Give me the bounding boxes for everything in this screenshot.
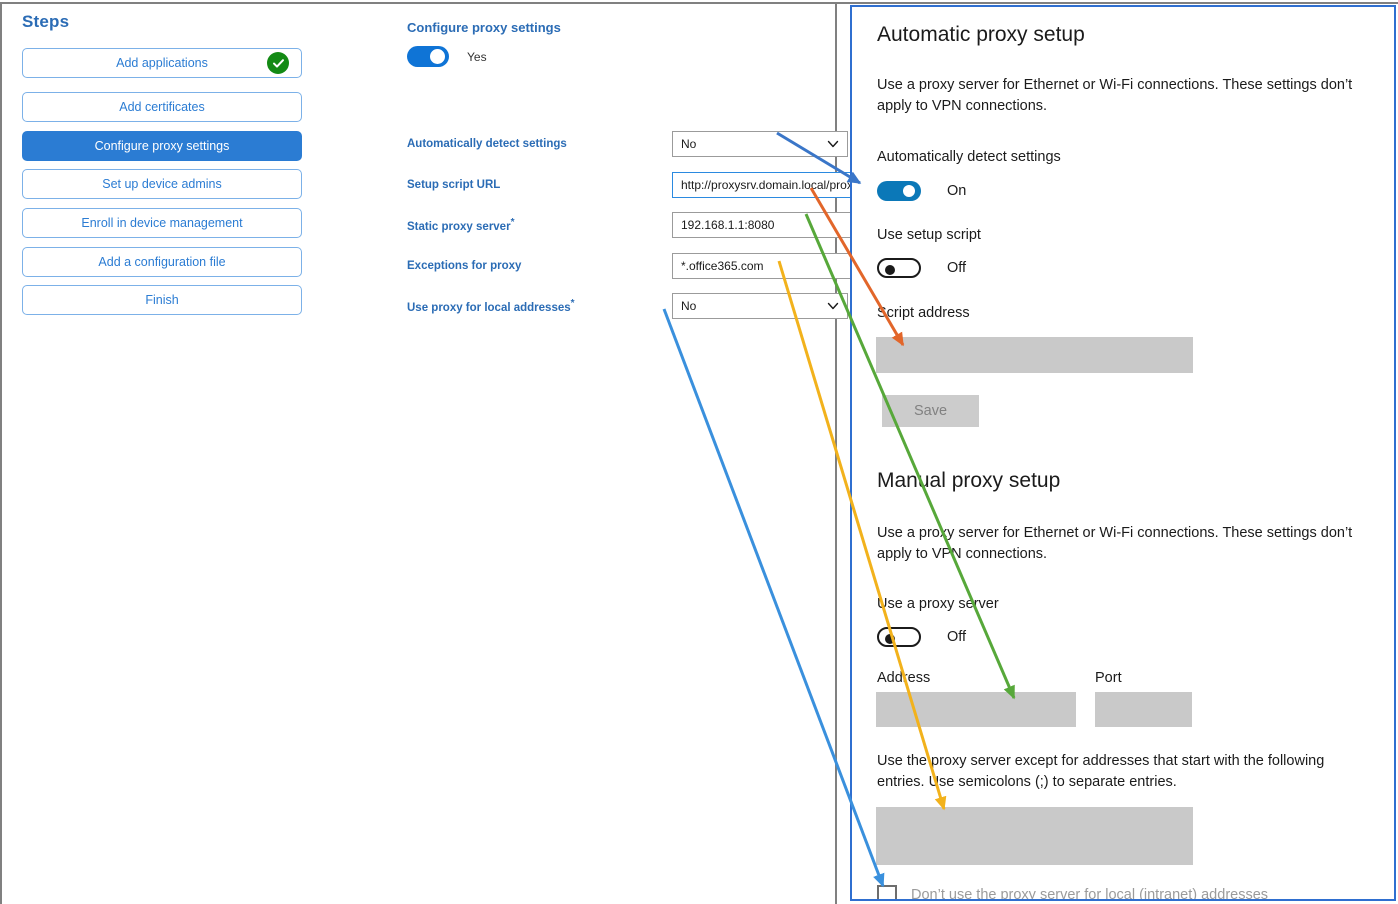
step-item-configure-proxy-settings[interactable]: Configure proxy settings [22,131,302,161]
field-label: Use proxy for local addresses* [407,298,575,314]
automatically-detect-settings-state: On [947,183,967,199]
bypass-local-addresses-label: Don’t use the proxy server for local (in… [911,887,1269,901]
step-label: Finish [145,293,179,307]
field-row-use-proxy-for-local-addresses: Use proxy for local addresses* No [407,293,848,319]
field-label: Automatically detect settings [407,138,567,150]
address-label: Address [877,670,931,686]
automatic-proxy-setup-description: Use a proxy server for Ethernet or Wi-Fi… [877,77,1353,114]
configure-proxy-toggle-label: Yes [467,49,487,64]
address-input[interactable] [876,692,1076,727]
configure-proxy-toggle[interactable] [407,46,449,67]
steps-panel: Steps Add applications Add certificates … [2,4,322,904]
select-value: No [681,299,697,313]
port-label: Port [1095,670,1122,686]
save-button[interactable]: Save [882,395,979,427]
required-marker: * [510,217,515,229]
toggle-knob [885,634,895,644]
automatically-detect-settings-label: Automatically detect settings [877,149,1061,165]
required-marker: * [570,298,575,310]
use-setup-script-toggle[interactable] [877,258,921,278]
toggle-knob [430,49,445,64]
field-label: Static proxy server* [407,217,515,233]
manual-proxy-setup-heading: Manual proxy setup [877,469,1061,492]
chevron-down-icon [827,302,839,310]
step-label: Add applications [116,56,208,70]
field-row-setup-script-url: Setup script URL http://proxysrv.domain.… [407,172,890,198]
toggle-knob [903,185,915,197]
toggle-knob [885,265,895,275]
step-item-set-up-device-admins[interactable]: Set up device admins [22,169,302,199]
use-setup-script-state: Off [947,260,967,276]
steps-title: Steps [22,12,70,31]
step-item-enroll-in-device-management[interactable]: Enroll in device management [22,208,302,238]
step-item-finish[interactable]: Finish [22,285,302,315]
use-a-proxy-server-state: Off [947,629,967,645]
checkbox-icon[interactable] [877,885,897,899]
use-proxy-for-local-addresses-select[interactable]: No [672,293,848,319]
step-label: Configure proxy settings [94,139,230,153]
check-circle-icon [267,52,289,74]
automatic-proxy-setup-heading: Automatic proxy setup [877,23,1085,46]
use-a-proxy-server-label: Use a proxy server [877,596,999,612]
port-input[interactable] [1095,692,1192,727]
input-value: 192.168.1.1:8080 [681,218,775,232]
field-label: Setup script URL [407,179,501,191]
window-top-divider [0,2,1398,4]
automatically-detect-settings-toggle[interactable] [877,181,921,201]
window-left-border [0,4,2,904]
form-title: Configure proxy settings [407,20,561,35]
step-label: Add certificates [119,100,205,114]
step-item-add-applications[interactable]: Add applications [22,48,302,78]
windows-proxy-settings-screenshot: Automatic proxy setup Use a proxy server… [850,5,1396,901]
script-address-input[interactable] [876,337,1193,373]
use-a-proxy-server-toggle[interactable] [877,627,921,647]
input-value: http://proxysrv.domain.local/proxy.pa [681,178,875,192]
proxy-exceptions-input[interactable] [876,807,1193,865]
step-label: Add a configuration file [98,255,226,269]
chevron-down-icon [827,140,839,148]
manual-proxy-setup-description: Use a proxy server for Ethernet or Wi-Fi… [877,525,1353,562]
step-item-add-certificates[interactable]: Add certificates [22,92,302,122]
use-setup-script-label: Use setup script [877,227,981,243]
input-value: *.office365.com [681,259,764,273]
field-label: Exceptions for proxy [407,260,522,272]
proxy-exceptions-description: Use the proxy server except for addresse… [877,753,1325,790]
step-label: Enroll in device management [81,216,243,230]
field-row-exceptions-for-proxy: Exceptions for proxy *.office365.com [407,253,890,279]
step-label: Set up device admins [102,177,222,191]
automatically-detect-settings-select[interactable]: No [672,131,848,157]
select-value: No [681,137,697,151]
proxy-form-panel: Configure proxy settings Yes Automatical… [337,4,890,904]
bypass-local-addresses-row[interactable]: Don’t use the proxy server for local (in… [877,885,1269,901]
field-row-static-proxy-server: Static proxy server* 192.168.1.1:8080 [407,212,890,238]
configure-proxy-toggle-row: Yes [407,46,487,67]
field-row-automatically-detect-settings: Automatically detect settings No [407,131,848,157]
script-address-label: Script address [877,305,970,321]
step-item-add-a-configuration-file[interactable]: Add a configuration file [22,247,302,277]
